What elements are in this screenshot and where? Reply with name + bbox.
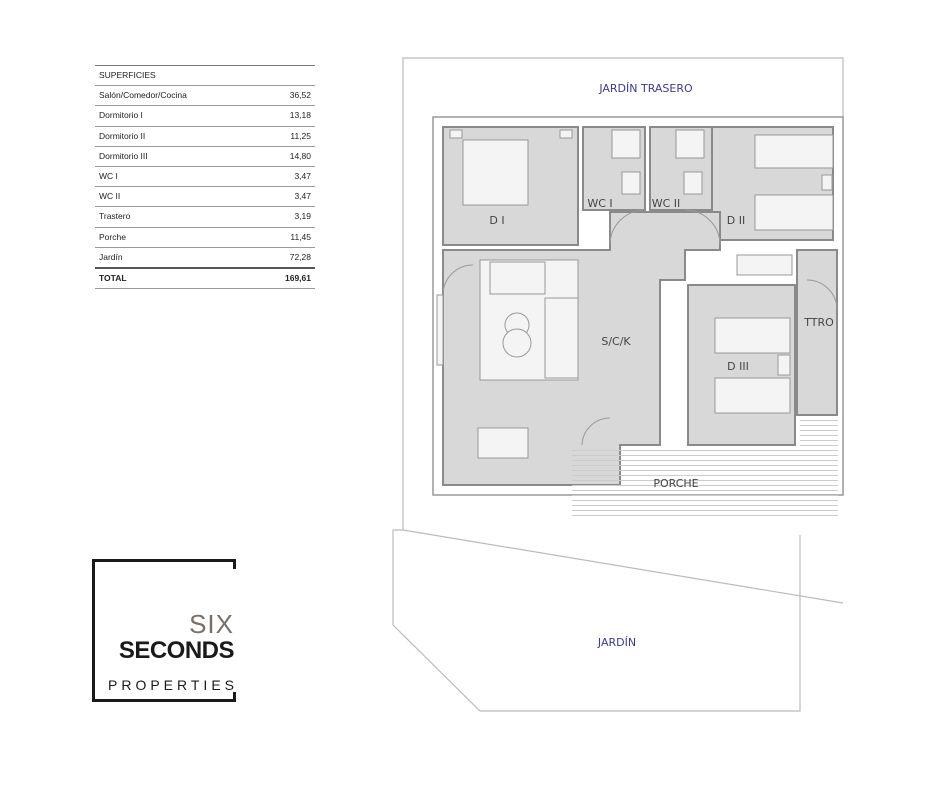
label-di: D I bbox=[489, 214, 504, 227]
row-label: Trastero bbox=[99, 211, 131, 222]
row-label: Dormitorio III bbox=[99, 150, 148, 161]
row-label: Dormitorio II bbox=[99, 130, 146, 141]
label-porche: PORCHE bbox=[653, 477, 698, 490]
row-value: 11,25 bbox=[290, 130, 311, 141]
row-label: Jardín bbox=[99, 251, 123, 262]
table-row: WC I 3,47 bbox=[95, 165, 315, 186]
porch-deck-side bbox=[800, 418, 838, 498]
table-row: Salón/Comedor/Cocina 36,52 bbox=[95, 85, 315, 105]
label-wc1: WC I bbox=[587, 197, 612, 210]
table-row: Jardín 72,28 bbox=[95, 246, 315, 267]
logo-seconds: SECONDS bbox=[118, 637, 235, 664]
room-diii bbox=[687, 284, 796, 446]
row-value: 3,47 bbox=[294, 170, 311, 181]
row-label: WC II bbox=[99, 191, 121, 202]
table-total-row: TOTAL 169,61 bbox=[95, 266, 315, 290]
label-ttro: TTRO bbox=[803, 316, 834, 329]
row-value: 11,45 bbox=[290, 231, 311, 242]
label-diii: D III bbox=[727, 360, 749, 373]
table-header: SUPERFICIES bbox=[95, 65, 315, 85]
row-value: 3,47 bbox=[294, 191, 311, 202]
label-dii: D II bbox=[727, 214, 745, 227]
total-label: TOTAL bbox=[99, 272, 127, 283]
logo-properties: PROPERTIES bbox=[108, 677, 238, 693]
row-value: 36,52 bbox=[289, 90, 311, 101]
logo-six: SIX bbox=[189, 609, 234, 639]
header-label: SUPERFICIES bbox=[99, 70, 156, 80]
table-row: Dormitorio II 11,25 bbox=[95, 125, 315, 146]
row-value: 3,19 bbox=[294, 211, 311, 222]
label-sck: S/C/K bbox=[601, 335, 631, 348]
row-value: 13,18 bbox=[289, 110, 311, 121]
label-wc2: WC II bbox=[652, 197, 681, 210]
table-row: WC II 3,47 bbox=[95, 186, 315, 206]
row-label: Salón/Comedor/Cocina bbox=[99, 90, 187, 101]
label-jardin-trasero: JARDÍN TRASERO bbox=[598, 82, 693, 95]
table-row: Dormitorio III 14,80 bbox=[95, 145, 315, 166]
total-value: 169,61 bbox=[285, 272, 311, 283]
furniture bbox=[436, 129, 834, 459]
table-row: Trastero 3,19 bbox=[95, 206, 315, 226]
porch-deck bbox=[572, 448, 838, 518]
table-row: Dormitorio I 13,18 bbox=[95, 105, 315, 125]
row-value: 72,28 bbox=[289, 251, 311, 262]
row-label: Porche bbox=[99, 231, 126, 242]
door-swings bbox=[442, 209, 838, 446]
row-label: WC I bbox=[99, 170, 118, 181]
room-ttro bbox=[796, 249, 838, 416]
label-jardin: JARDÍN bbox=[597, 636, 636, 649]
table-row: Porche 11,45 bbox=[95, 226, 315, 247]
row-label: Dormitorio I bbox=[99, 110, 143, 121]
row-value: 14,80 bbox=[289, 150, 311, 161]
six-seconds-logo: SIX SECONDS PROPERTIES bbox=[92, 559, 238, 704]
